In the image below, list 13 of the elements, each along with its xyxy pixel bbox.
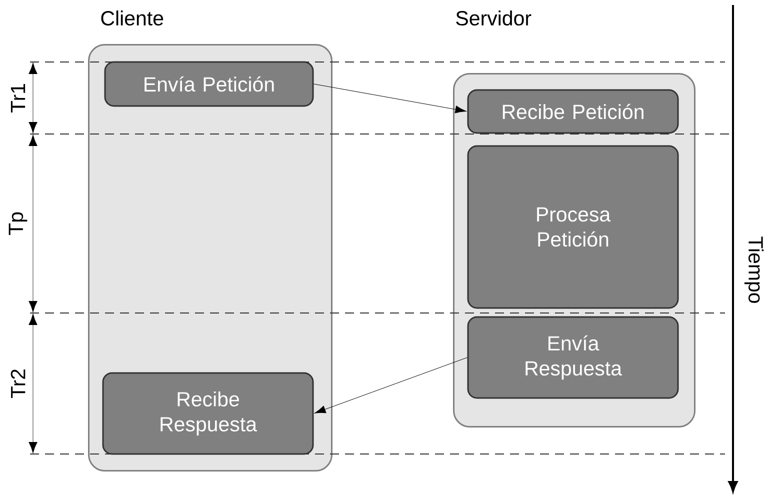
process-box: Envía Respuesta [467, 316, 679, 399]
dimension-label: Tr2 [10, 368, 26, 400]
dimension-label: Tr1 [10, 82, 26, 114]
arrow [314, 357, 468, 414]
process-box: Recibe Petición [467, 89, 679, 134]
axis-label: Tiempo [744, 236, 764, 303]
node-label: Cliente [101, 10, 164, 26]
process-box: Procesa Petición [467, 145, 679, 309]
process-box: Recibe Respuesta [102, 372, 314, 455]
process-box: Envía Petición [104, 61, 314, 107]
node-label: Servidor [456, 10, 532, 26]
dimension-label: Tp [8, 210, 28, 236]
arrow [314, 84, 466, 114]
